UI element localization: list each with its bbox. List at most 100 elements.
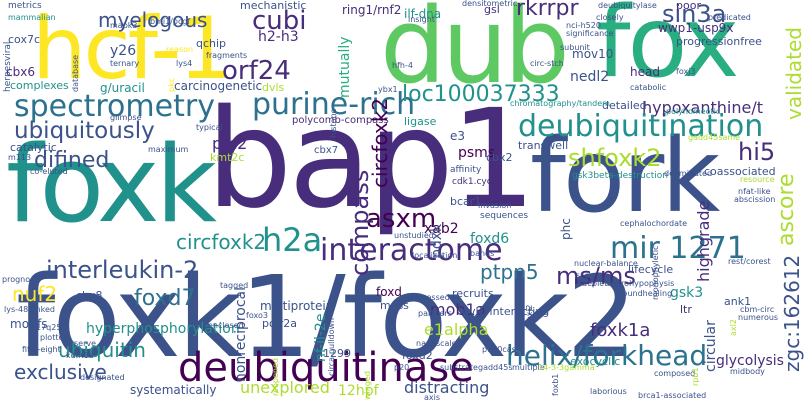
word-interactome: interactome (320, 233, 503, 268)
word-loc100037333: loc100037333 (402, 82, 560, 107)
word-chromatography: chromatography/tandem (510, 99, 610, 108)
word-nci-h520: nci-h520 (566, 21, 601, 30)
word-rkrrpr: rkrrpr (516, 0, 579, 21)
word-significance: significance (566, 29, 614, 38)
word-myelogous: myelogous (98, 8, 208, 32)
word-fifty-eight: fifty-eight (22, 345, 61, 354)
word-motifs: motifs (10, 317, 48, 331)
word-highgrade: highgrade (694, 200, 713, 282)
word-gadd45s: gadd45s (478, 363, 513, 372)
word-g-uracil: g/uracil (100, 81, 145, 95)
word-nuclear-balance: nuclear-balance (574, 259, 638, 268)
word-ubiquitously: ubiquitously (14, 118, 155, 144)
word-cbx7: cbx7 (314, 145, 339, 156)
word-woundhealing: woundhealing (616, 289, 673, 298)
word-foxj2: foxj2 (525, 304, 534, 324)
word-gsl: gsl (484, 3, 500, 16)
word-complexes: complexes (10, 79, 69, 92)
word-fox: fox (596, 0, 739, 100)
word-helix-forkhead: helix/forkhead (506, 339, 708, 372)
word-database: database (71, 54, 80, 92)
word-cbx2: cbx2 (486, 151, 513, 164)
word-nfat-like: nfat-like (738, 187, 771, 196)
word-pkc: pkc (167, 77, 176, 92)
word-typical: typical (196, 123, 223, 132)
word-gadd45same: gadd45same (688, 133, 741, 142)
word-subunit: subunit (560, 43, 590, 52)
word-purine-rich: purine-rich (252, 87, 416, 122)
word-14-3-3gamma: 14-3-3gamma (538, 363, 595, 372)
word-phc: phc (559, 218, 573, 240)
word-affinity: affinity (450, 165, 482, 175)
word-nanoscale: nanoscale (416, 339, 457, 348)
word-qchip: qchip (196, 37, 227, 50)
word-kdm6a: kdm6a (66, 351, 94, 360)
word-glycolysis: glycolysis (716, 353, 784, 369)
word-bands: bands (470, 249, 495, 258)
word-midbody: midbody (730, 367, 765, 376)
word-nedl2: nedl2 (570, 69, 610, 85)
word-deubiquitination: deubiquitination (518, 109, 764, 144)
word-circfoxk2: circfoxk2 (176, 230, 267, 254)
word-exocyclic: exocyclic (570, 355, 621, 368)
word-hi5: hi5 (738, 138, 776, 166)
word-fork: fork (530, 117, 720, 236)
word-tagged: tagged (220, 281, 249, 290)
word-resource: resource (740, 175, 775, 184)
word-suppressed: suppressed (404, 293, 450, 302)
word-depletion: depletion (582, 279, 620, 288)
word-prognosis: prognosis (2, 275, 41, 284)
word-orf24: orf24 (222, 56, 291, 86)
word-foxo3: foxo3 (246, 311, 268, 320)
word-recruits: recruits (452, 287, 494, 300)
word-ubiquitin: ubiquitin (58, 338, 146, 362)
word-pdxk: pdxk (429, 223, 445, 258)
word-head: head (630, 65, 660, 79)
word-polycomb-compass: polycomb-compass (292, 115, 389, 126)
word-carcinogenetic: carcinogenetic (174, 79, 263, 93)
word-difined: difined (34, 148, 110, 173)
word-coassociated: coassociated (704, 165, 776, 178)
word-spectrometry: spectrometry (14, 89, 215, 124)
word-cdk1-cyclin: cdk1.cyclin (452, 177, 503, 187)
word-rest-corest: rest/corest (728, 257, 771, 266)
word-17q25: 17q25 (36, 323, 62, 332)
word-multiprotein: multiprotein (260, 299, 334, 313)
word-deubiquitinase: deubiquitinase (178, 345, 474, 391)
word-unstudied: unstudied (394, 231, 434, 240)
word-metrics: metrics (8, 1, 42, 11)
word-hypoxanthine: hypoxanthine/t (642, 98, 763, 117)
word-bcar1: bcar1 (450, 195, 482, 208)
word-kmt2c: kmt2c (210, 151, 245, 164)
word-hfh-4: hfh-4 (392, 61, 413, 70)
word-insight: insight (408, 15, 435, 24)
word-h2a: h2a (262, 221, 323, 259)
word-bap1: bap1 (206, 81, 537, 239)
word-numerous: numerous (738, 313, 779, 322)
word-substrate: substrate (440, 363, 478, 372)
word-p20: p20 (394, 363, 410, 372)
word-dvl1-interacting: dvl1-interacting (462, 305, 550, 318)
word-nuf2: nuf2 (12, 282, 58, 306)
word-prc2: prc2 (212, 134, 248, 153)
word-foxd2: foxd2 (402, 349, 433, 362)
word-ring1-rnf2: ring1/rnf2 (342, 3, 402, 17)
word-validated: validated (782, 27, 806, 120)
word-localization: localization (412, 251, 458, 260)
word-fragments: fragments (206, 51, 248, 60)
word-mutually: mutually (337, 36, 353, 98)
word-nf-il-2e: nf-il-2e (313, 313, 329, 362)
word-histone: histone (329, 108, 338, 138)
word-y26: y26 (110, 43, 137, 59)
word-hcf-1: hcf-1 (32, 0, 233, 99)
word-axis: axis (424, 393, 441, 402)
word-mov10: mov10 (572, 47, 614, 61)
word-lys4: lys4 (176, 59, 193, 68)
word-lifecycle: lifecycle (628, 263, 674, 276)
word-rpb1: rpb1 (691, 367, 700, 386)
word-co-eluted: co-eluted (30, 167, 68, 176)
word-mapk3: mapk3 (110, 21, 138, 30)
word-ank1: ank1 (724, 295, 752, 308)
word-shfoxk2: shfoxk2 (568, 144, 662, 172)
